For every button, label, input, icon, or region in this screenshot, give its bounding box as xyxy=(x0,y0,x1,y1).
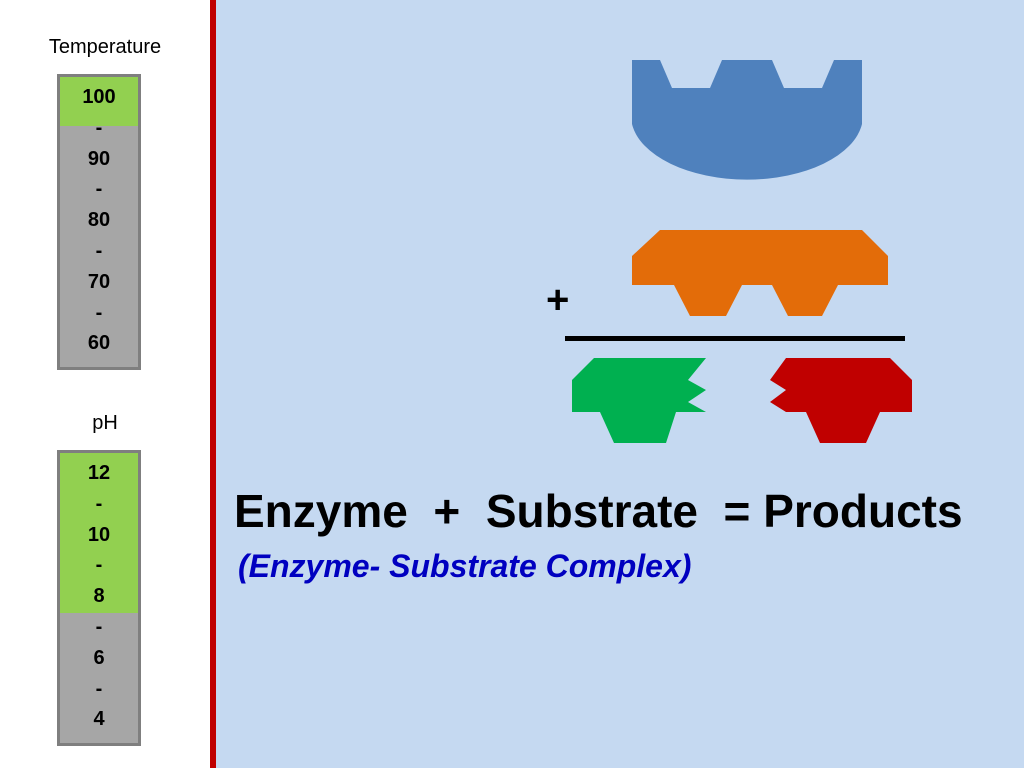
temperature-tick: - xyxy=(95,116,103,139)
ph-tick: 4 xyxy=(93,708,105,731)
red-divider xyxy=(210,0,216,768)
ph-tick: - xyxy=(95,554,103,577)
ph-tick: - xyxy=(95,492,103,515)
ph-ticks: 12 - 10 - 8 - 6 - 4 xyxy=(60,453,138,743)
temperature-gauge-fill xyxy=(60,77,138,127)
ph-tick: 8 xyxy=(93,585,105,608)
temperature-tick: 80 xyxy=(87,209,111,232)
ph-tick: 10 xyxy=(87,523,111,546)
ph-label: pH xyxy=(92,412,118,434)
temperature-label: Temperature xyxy=(48,36,162,58)
temperature-tick: - xyxy=(95,301,103,324)
substrate-shape xyxy=(632,230,888,316)
plus-sign: + xyxy=(546,278,570,322)
ph-gauge-fill xyxy=(60,453,138,613)
ph-tick: 12 xyxy=(87,462,111,484)
temperature-tick: 70 xyxy=(87,270,111,293)
temperature-tick: 90 xyxy=(87,147,111,170)
temperature-tick: - xyxy=(95,178,103,201)
temperature-tick: 60 xyxy=(87,332,111,355)
enzyme-shape xyxy=(632,60,862,180)
complex-label: (Enzyme- Substrate Complex) xyxy=(238,548,692,584)
equation-text: Enzyme + Substrate = Products xyxy=(234,485,963,537)
temperature-ticks: 100 - 90 - 80 - 70 - 60 xyxy=(60,77,138,367)
temperature-gauge: 100 - 90 - 80 - 70 - 60 xyxy=(57,74,141,370)
ph-tick: - xyxy=(95,616,103,638)
product-green-shape xyxy=(572,358,706,443)
ph-tick: 6 xyxy=(93,646,105,669)
ph-tick: - xyxy=(95,677,103,700)
ph-gauge: 12 - 10 - 8 - 6 - 4 xyxy=(57,450,141,746)
product-red-shape xyxy=(770,358,912,443)
dividing-line xyxy=(565,336,905,341)
left-panel: Temperature 100 - 90 - 80 - 70 - 60 pH 12 - 10 - 8 - 6… xyxy=(0,0,210,768)
temperature-tick: - xyxy=(95,240,103,262)
temperature-tick: 100 xyxy=(82,86,116,108)
